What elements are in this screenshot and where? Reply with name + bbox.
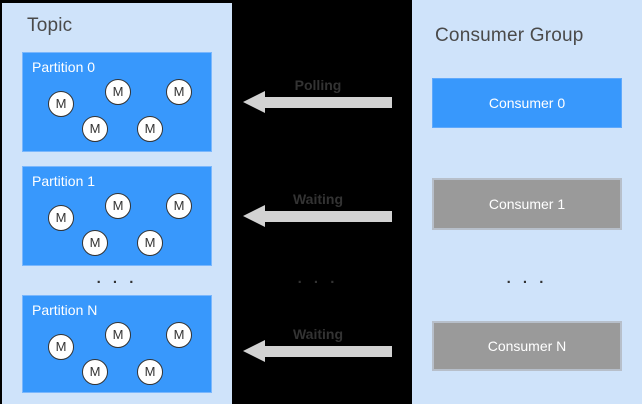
- partition-1-label: Partition 1: [32, 173, 96, 189]
- polling-left-arrow-icon: [243, 91, 392, 113]
- partition-n: Partition N M M M M M: [22, 295, 212, 393]
- partition-0: Partition 0 M M M M M: [22, 52, 212, 152]
- flows-ellipsis: . . .: [297, 270, 339, 287]
- polling-label: Polling: [294, 77, 342, 93]
- message-circle: M: [166, 79, 192, 105]
- consumer-n-box: Consumer N: [432, 321, 622, 371]
- message-circle: M: [48, 205, 74, 231]
- message-circle: M: [105, 193, 131, 219]
- arrow-body: [265, 345, 392, 357]
- waiting-label-2: Waiting: [292, 326, 344, 342]
- message-circle: M: [166, 193, 192, 219]
- message-circle: M: [166, 322, 192, 348]
- arrow-head-icon: [243, 340, 265, 362]
- waiting-left-arrow-2-icon: [243, 340, 392, 362]
- message-circle: M: [82, 359, 108, 385]
- topic-panel: Topic Partition 0 M M M M M Partition 1 …: [2, 3, 232, 404]
- message-circle: M: [82, 116, 108, 142]
- message-circle: M: [137, 230, 163, 256]
- message-circle: M: [48, 91, 74, 117]
- arrow-head-icon: [243, 91, 265, 113]
- consumer-group-title: Consumer Group: [435, 25, 584, 46]
- partition-0-label: Partition 0: [32, 59, 96, 75]
- arrow-body: [265, 96, 392, 108]
- bottom-divider: [0, 404, 642, 408]
- waiting-left-arrow-1-icon: [243, 205, 392, 227]
- partitions-ellipsis: . . .: [96, 270, 138, 287]
- topic-panel-title: Topic: [27, 15, 73, 36]
- waiting-label-1: Waiting: [292, 191, 344, 207]
- arrow-body: [265, 210, 392, 222]
- partition-1: Partition 1 M M M M M: [22, 166, 212, 266]
- partition-n-label: Partition N: [32, 302, 98, 318]
- message-circle: M: [48, 334, 74, 360]
- consumers-ellipsis: . . .: [506, 270, 548, 287]
- message-circle: M: [105, 79, 131, 105]
- consumer-0-box: Consumer 0: [432, 78, 622, 128]
- message-circle: M: [137, 116, 163, 142]
- message-circle: M: [105, 322, 131, 348]
- consumer-group-panel: Consumer Group Consumer 0 Consumer 1 . .…: [412, 0, 642, 404]
- message-circle: M: [137, 359, 163, 385]
- message-circle: M: [82, 230, 108, 256]
- consumer-1-box: Consumer 1: [432, 178, 622, 230]
- arrow-head-icon: [243, 205, 265, 227]
